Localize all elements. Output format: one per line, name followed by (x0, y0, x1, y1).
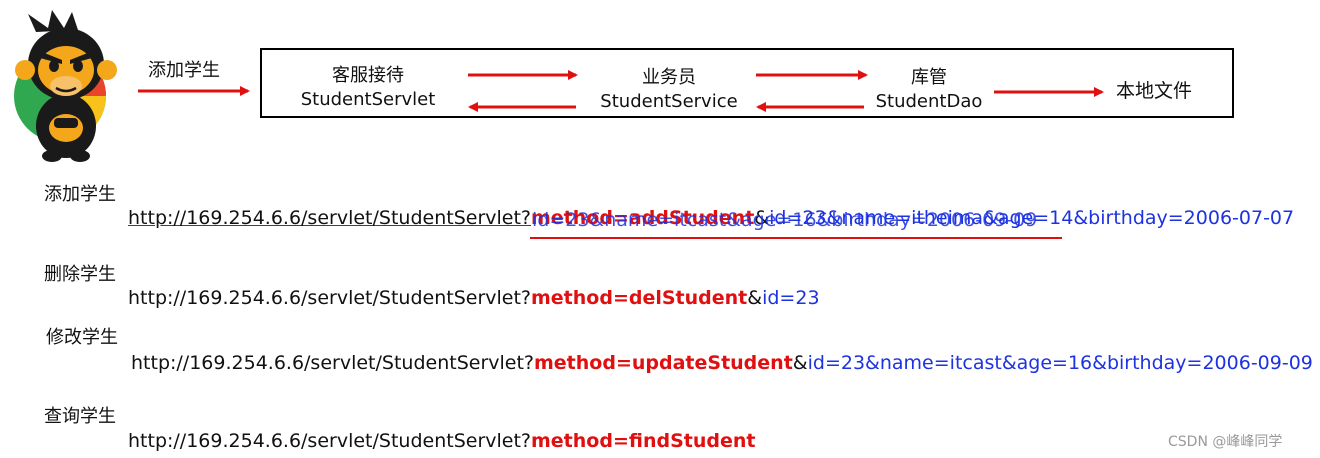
node-service-en: StudentService (600, 91, 738, 112)
flow-diagram-box (260, 48, 1234, 118)
add-student-url: http://169.254.6.6/servlet/StudentServle… (128, 207, 1294, 229)
del-url-method: method=delStudent (531, 287, 748, 309)
flow-node-service: 业务员 StudentService (586, 66, 752, 114)
del-url-base: http://169.254.6.6/servlet/StudentServle… (128, 287, 531, 309)
node-servlet-en: StudentServlet (300, 89, 436, 110)
node-dao-zh: 库管 (911, 67, 947, 88)
flow-node-local-file: 本地文件 (1115, 80, 1192, 102)
find-url-method: method=findStudent (531, 430, 756, 452)
flow-entry-label: 添加学生 (148, 60, 220, 81)
find-url-base: http://169.254.6.6/servlet/StudentServle… (128, 430, 531, 452)
add-student-label: 添加学生 (44, 184, 116, 205)
csdn-watermark: CSDN @峰峰同学 (1168, 434, 1283, 450)
update-url-amp: & (792, 352, 808, 374)
update-student-label: 修改学生 (46, 327, 118, 348)
node-servlet-zh: 客服接待 (332, 65, 404, 86)
add-url-params: id=23&name=itheima&age=14&birthday=2006-… (769, 207, 1295, 229)
update-url-params: id=23&name=itcast&age=16&birthday=2006-0… (807, 352, 1313, 374)
node-service-zh: 业务员 (642, 67, 696, 88)
node-dao-en: StudentDao (875, 91, 983, 112)
flow-node-servlet: 客服接待 StudentServlet (290, 64, 446, 112)
update-url-method: method=updateStudent (534, 352, 793, 374)
mascot-logo (14, 10, 117, 162)
add-url-overlap-text: id=23&name=itcast&age=16&birthday=2006-0… (532, 209, 1038, 231)
flow-node-dao: 库管 StudentDao (866, 66, 992, 114)
add-url-method: method=addStudent (531, 207, 755, 229)
delete-student-url: http://169.254.6.6/servlet/StudentServle… (128, 287, 820, 309)
find-student-label: 查询学生 (44, 406, 116, 427)
del-url-params: id=23 (762, 287, 820, 309)
add-url-amp: & (754, 207, 770, 229)
add-url-base: http://169.254.6.6/servlet/StudentServle… (128, 207, 531, 229)
delete-student-label: 删除学生 (44, 264, 116, 285)
del-url-amp: & (747, 287, 763, 309)
update-url-base: http://169.254.6.6/servlet/StudentServle… (131, 352, 534, 374)
update-student-url: http://169.254.6.6/servlet/StudentServle… (131, 352, 1313, 374)
find-student-url: http://169.254.6.6/servlet/StudentServle… (128, 430, 755, 452)
